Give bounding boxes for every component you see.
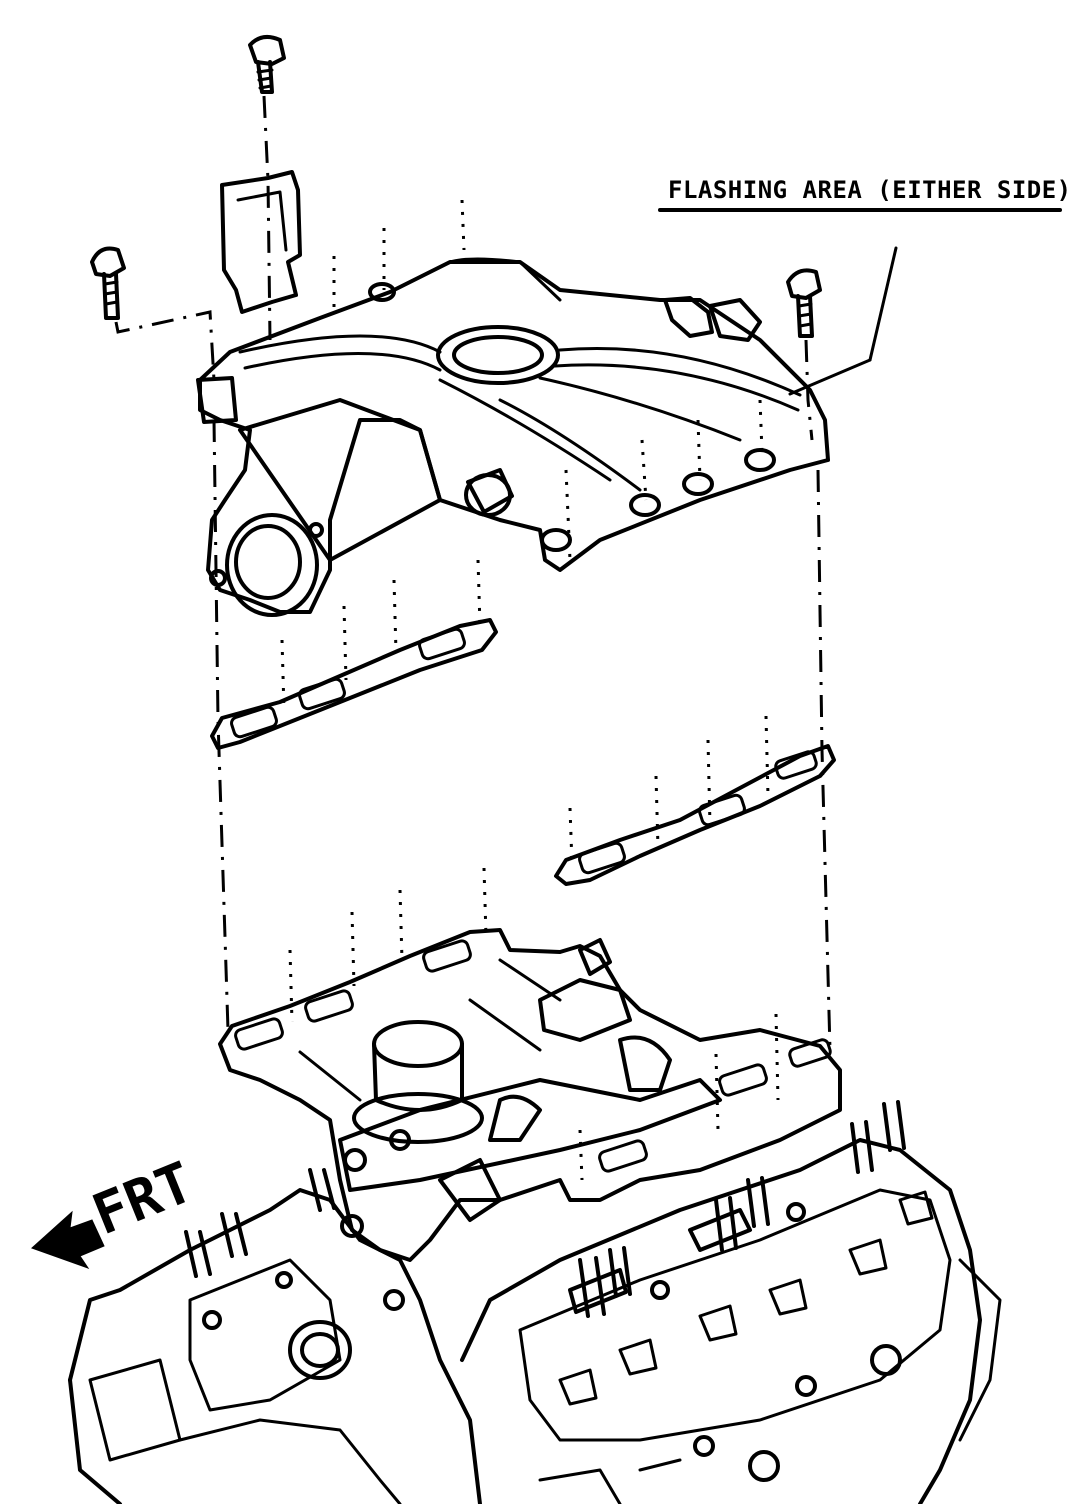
bracket <box>220 170 302 314</box>
flashing-area-label: FLASHING AREA (EITHER SIDE) <box>668 176 1072 204</box>
front-arrow-icon <box>31 1210 105 1269</box>
alignment-lines <box>114 95 832 1181</box>
bolt-right <box>786 268 822 338</box>
gasket-upper-left <box>210 618 498 750</box>
bolt-left <box>90 246 126 320</box>
engine-block <box>68 1100 1002 1504</box>
gasket-right <box>554 744 836 886</box>
upper-intake-manifold <box>196 257 830 617</box>
lower-intake-manifold <box>218 928 842 1262</box>
bolt-top <box>248 34 286 94</box>
flashing-area-leader <box>658 208 1062 396</box>
